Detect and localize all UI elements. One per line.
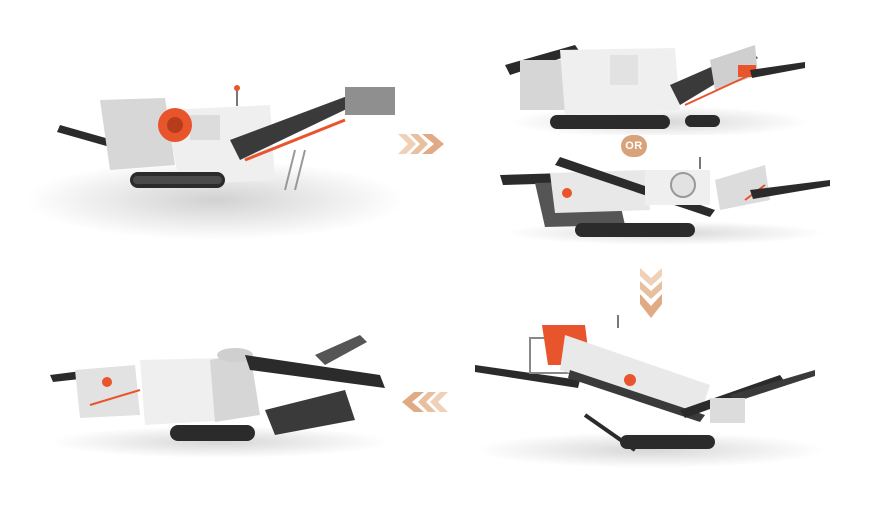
- flow-arrow-left-icon: [398, 390, 448, 419]
- flow-arrow-right-icon: [398, 132, 448, 161]
- mobile-impact-crusher-image: [500, 30, 810, 135]
- or-badge: OR: [621, 135, 647, 157]
- mobile-jaw-crusher-image: [15, 70, 410, 260]
- mobile-cone-crusher-image: [495, 155, 840, 245]
- mobile-screening-plant-image: [470, 310, 830, 470]
- mobile-sand-making-plant-image: [45, 330, 395, 460]
- flow-arrow-down-icon: [638, 268, 664, 325]
